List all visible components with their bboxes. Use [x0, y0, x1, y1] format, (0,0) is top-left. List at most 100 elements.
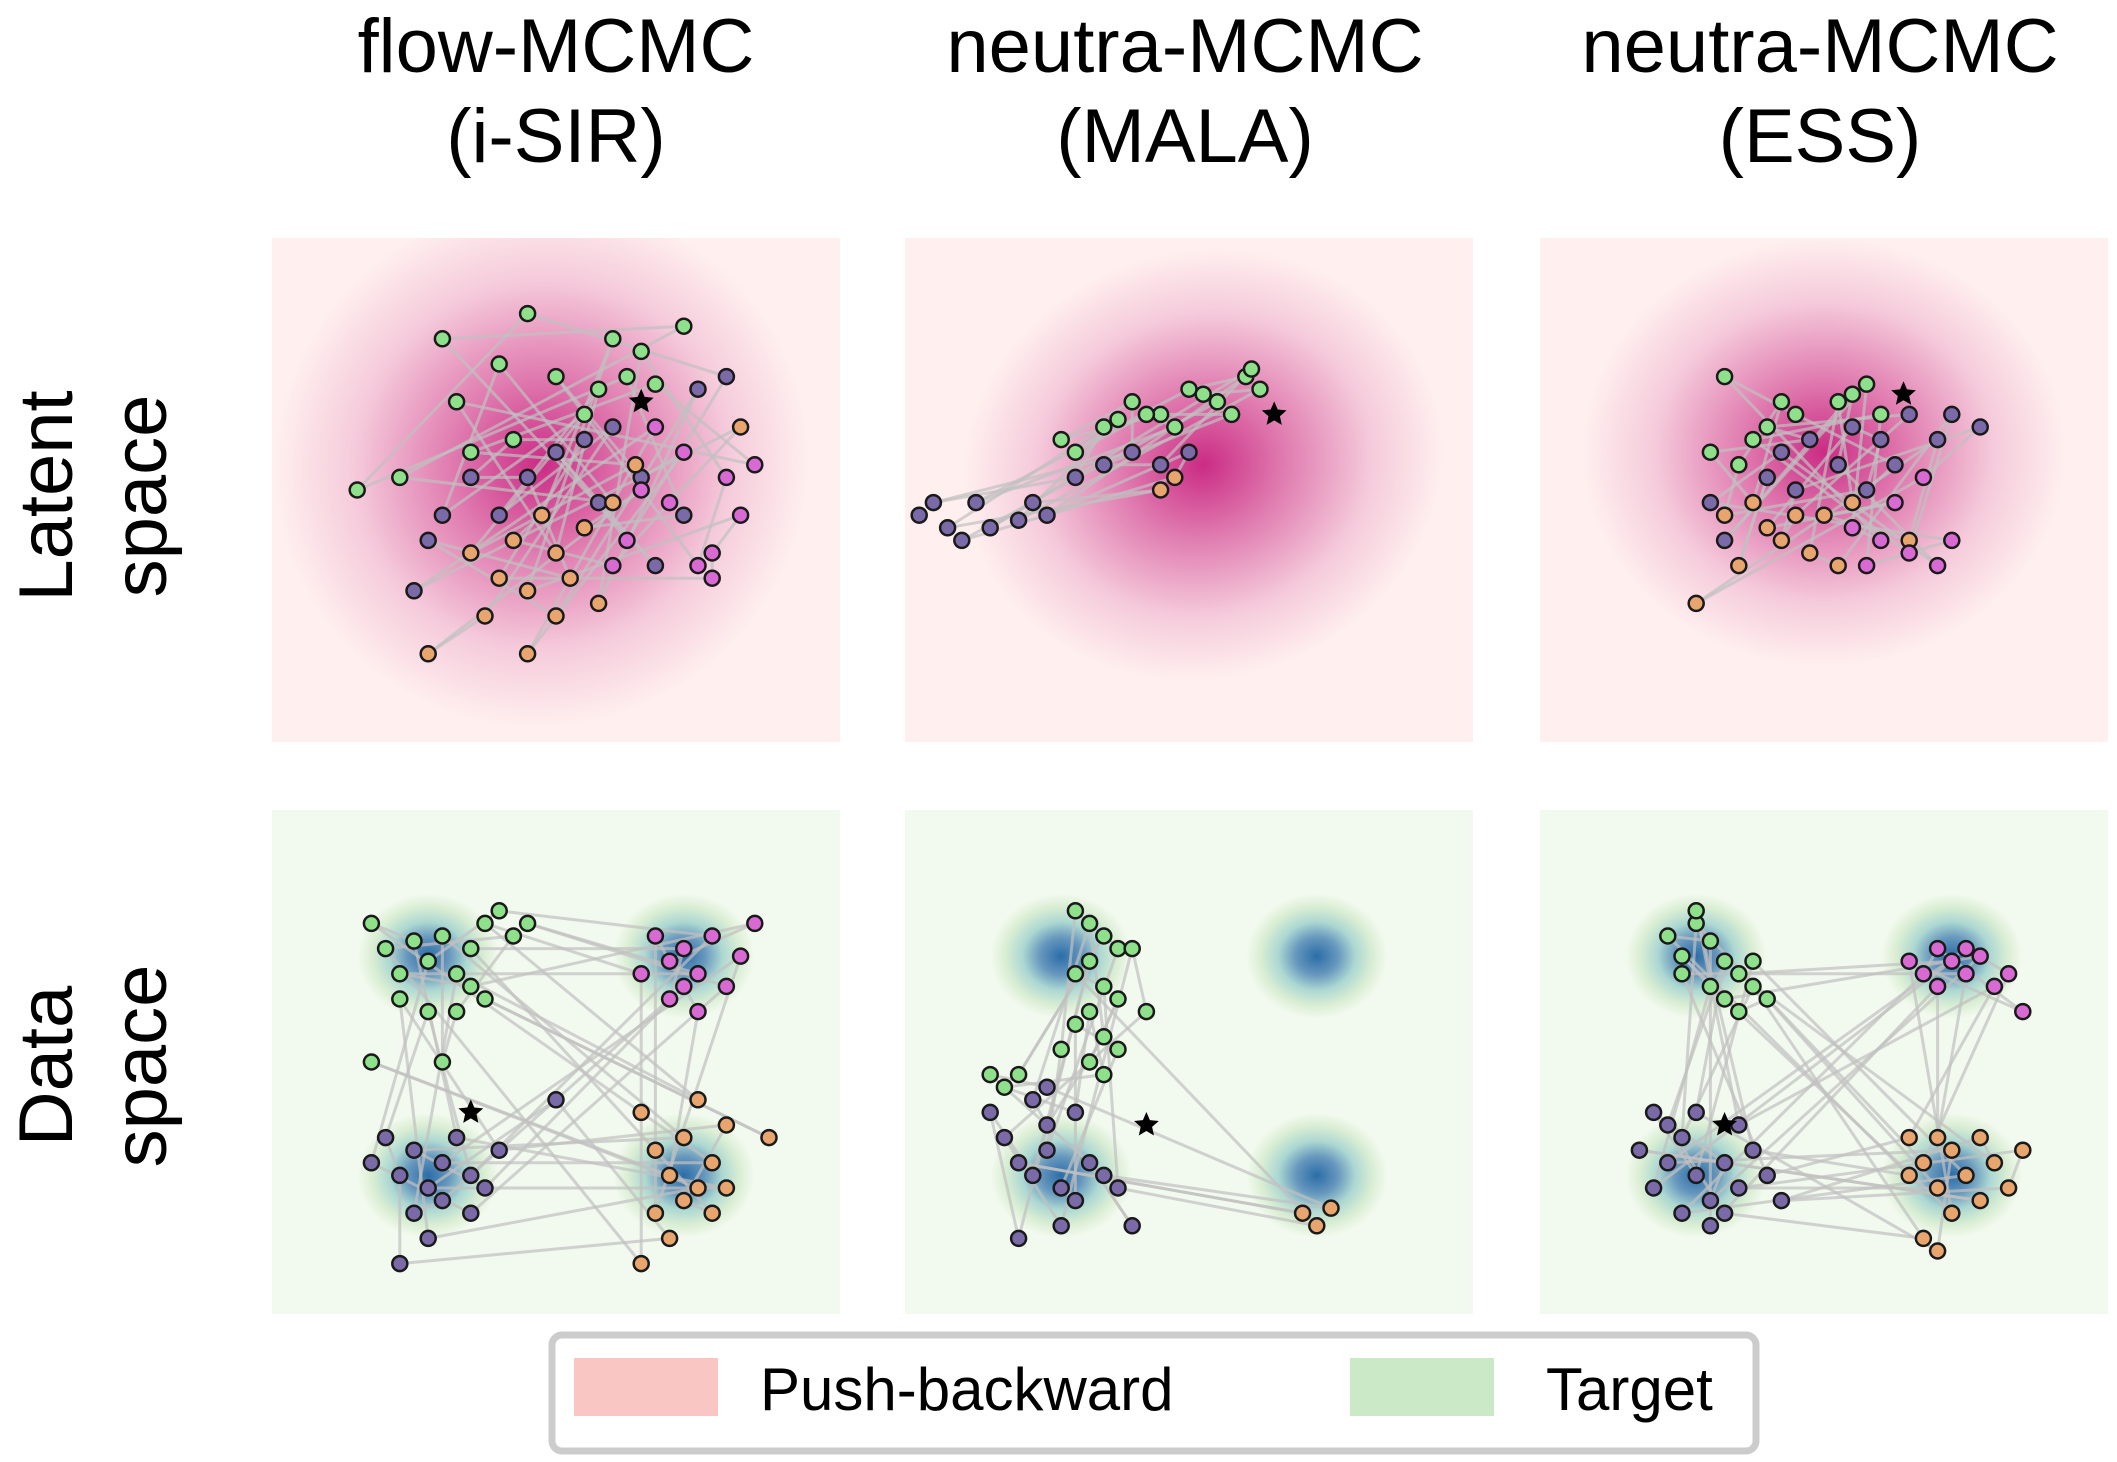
- sample-point-magenta: [2014, 1002, 2032, 1021]
- trajectory-segment: [1808, 401, 1840, 554]
- sample-point-purple: [1872, 430, 1890, 449]
- sample-point-magenta: [703, 569, 721, 587]
- trajectory-segment: [399, 475, 613, 505]
- trajectory-segment: [1680, 923, 1698, 1138]
- sample-point-magenta: [746, 914, 764, 933]
- sample-point-purple: [1024, 493, 1042, 512]
- sample-point-purple: [924, 493, 943, 512]
- sample-point-purple: [604, 418, 622, 436]
- trajectory-segment: [1724, 1211, 1924, 1240]
- row-label-data-line-2: space: [98, 965, 183, 1168]
- sample-point-purple: [1066, 1191, 1085, 1210]
- trajectory-segment: [1724, 488, 1867, 517]
- trajectory-segment: [1695, 922, 1925, 1164]
- trajectory-segment: [668, 425, 742, 504]
- sample-point-green: [1744, 952, 1762, 970]
- sample-point-purple: [1024, 1091, 1042, 1109]
- sample-point-green: [1109, 410, 1127, 429]
- sample-point-green: [1052, 1040, 1070, 1059]
- sample-point-orange: [561, 569, 579, 587]
- column-title-2-line-1: neutra-MCMC: [946, 4, 1423, 89]
- sample-point-magenta: [1914, 965, 1933, 983]
- sample-point-purple: [995, 1128, 1014, 1147]
- trajectory-segment: [1738, 1148, 2023, 1190]
- trajectory-segment: [455, 972, 699, 1102]
- sample-point-purple: [1024, 1166, 1042, 1185]
- sample-point-purple: [476, 1179, 494, 1197]
- sample-point-purple: [1673, 1204, 1691, 1222]
- trajectory-segment: [356, 312, 529, 492]
- sample-point-purple: [1730, 1116, 1748, 1134]
- sample-point-purple: [547, 443, 565, 461]
- sample-point-green: [391, 990, 409, 1008]
- sample-point-purple: [1730, 1179, 1748, 1197]
- sample-point-orange: [1801, 544, 1819, 562]
- sample-point-purple: [405, 1141, 423, 1159]
- start-star-marker: [1712, 1112, 1737, 1136]
- sample-point-purple: [419, 1179, 437, 1197]
- trajectory-segment: [499, 1123, 727, 1152]
- sample-point-purple: [1123, 1217, 1141, 1235]
- sample-point-purple: [1928, 430, 1947, 449]
- density-contour: [1246, 1113, 1387, 1238]
- trajectory-segment: [1836, 401, 1854, 503]
- sample-point-green: [1687, 902, 1705, 920]
- trajectory-segment: [1907, 439, 1940, 541]
- sample-point-orange: [1772, 531, 1791, 550]
- sample-point-purple: [490, 1141, 508, 1159]
- trajectory-segment: [1794, 413, 1896, 467]
- trajectory-segment: [1680, 972, 1925, 1215]
- sample-point-orange: [1815, 506, 1833, 524]
- sample-point-green: [1052, 430, 1070, 449]
- sample-point-orange: [1943, 1204, 1961, 1222]
- legend-label-target: Target: [1546, 1356, 1713, 1423]
- sample-point-purple: [391, 1254, 409, 1273]
- sample-point-magenta: [660, 990, 679, 1008]
- trajectory-segment: [1117, 1186, 1318, 1228]
- sample-point-green: [462, 939, 480, 958]
- sample-point-magenta: [703, 544, 721, 562]
- sample-point-orange: [518, 582, 537, 600]
- sample-point-orange: [646, 1141, 665, 1159]
- sample-point-green: [1095, 418, 1113, 436]
- sample-point-green: [405, 932, 423, 950]
- start-star-marker: [628, 388, 654, 413]
- sample-point-purple: [1009, 511, 1028, 529]
- legend-swatch-target: [1350, 1358, 1494, 1416]
- sample-point-orange: [1928, 1128, 1947, 1147]
- sample-point-green: [1137, 405, 1156, 424]
- sample-point-orange: [703, 1204, 721, 1222]
- sample-point-magenta: [1900, 544, 1918, 562]
- trajectory-segment: [413, 425, 657, 593]
- sample-point-purple: [490, 506, 508, 524]
- sample-point-orange: [660, 1229, 679, 1248]
- sample-point-green: [1095, 977, 1113, 996]
- sample-point-purple: [1066, 468, 1085, 487]
- trajectory-segment: [554, 375, 643, 479]
- sample-point-green: [1744, 977, 1762, 996]
- sample-point-purple: [981, 1103, 999, 1122]
- trajectory-segment: [1003, 1010, 1148, 1139]
- sample-point-orange: [1914, 1154, 1933, 1172]
- sample-point-purple: [1701, 493, 1720, 512]
- density-contour: [1246, 893, 1387, 1019]
- trajectory-segment: [1088, 923, 1106, 1037]
- sample-point-green: [1095, 1028, 1113, 1046]
- sample-point-orange: [1843, 493, 1862, 512]
- sample-point-magenta: [1943, 531, 1961, 550]
- sample-point-magenta: [1957, 965, 1975, 983]
- sample-point-green: [1843, 385, 1862, 403]
- sample-point-green: [362, 914, 381, 933]
- sample-point-purple: [1715, 1154, 1734, 1172]
- sample-point-green: [1730, 456, 1748, 474]
- sample-point-orange: [632, 1254, 650, 1273]
- trajectory-segment: [1936, 973, 1968, 1138]
- sample-point-green: [1137, 1002, 1156, 1021]
- sample-point-purple: [433, 506, 452, 524]
- trajectory-segment: [469, 934, 714, 1177]
- sample-point-purple: [575, 430, 594, 449]
- sample-point-orange: [1758, 519, 1776, 537]
- sample-point-purple: [589, 493, 608, 512]
- sample-point-purple: [462, 468, 480, 487]
- trajectory-segment: [1004, 1073, 1104, 1089]
